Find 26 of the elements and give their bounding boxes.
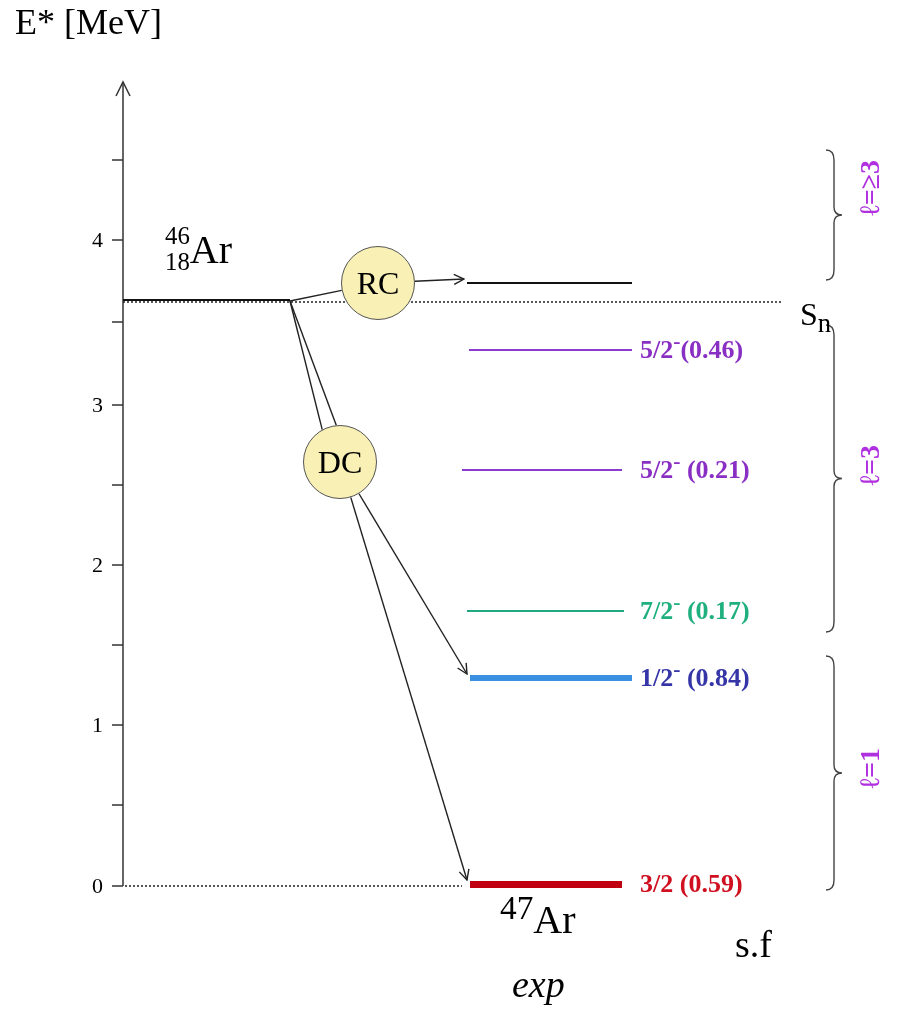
group-label: ℓ=3 xyxy=(856,445,884,486)
level-label: 5/2$^{-}$ (0.21) xyxy=(640,455,750,485)
process-circle: DC xyxy=(303,425,377,499)
level-label: 1/2$^{-}$ (0.84) xyxy=(640,663,750,693)
axis-title: E* [MeV] xyxy=(15,4,162,40)
group-label: ℓ=≥3 xyxy=(856,160,884,216)
column-label: exp xyxy=(512,965,565,1003)
line xyxy=(289,289,343,302)
arrow xyxy=(350,496,470,881)
arrow xyxy=(414,273,465,286)
tick-label: 0 xyxy=(92,875,103,897)
tick-label: 1 xyxy=(92,714,103,736)
level-label: 5/2$^{-}$(0.46) xyxy=(640,335,744,365)
process-circle: RC xyxy=(341,246,415,320)
column-label: s.f xyxy=(735,925,772,963)
line xyxy=(289,300,337,426)
level-line xyxy=(467,282,632,284)
tick-label: 4 xyxy=(92,229,103,251)
group-label: ℓ=1 xyxy=(856,748,884,789)
level-label: 7/2$^{-}$ (0.17) xyxy=(640,596,750,626)
line xyxy=(289,300,323,431)
arrow xyxy=(358,493,468,675)
level-label: 3/2 (0.59) xyxy=(640,869,743,899)
tick-label: 2 xyxy=(92,554,103,576)
threshold-label: S$_{n}$ xyxy=(800,298,832,330)
tick-label: 3 xyxy=(92,394,103,416)
